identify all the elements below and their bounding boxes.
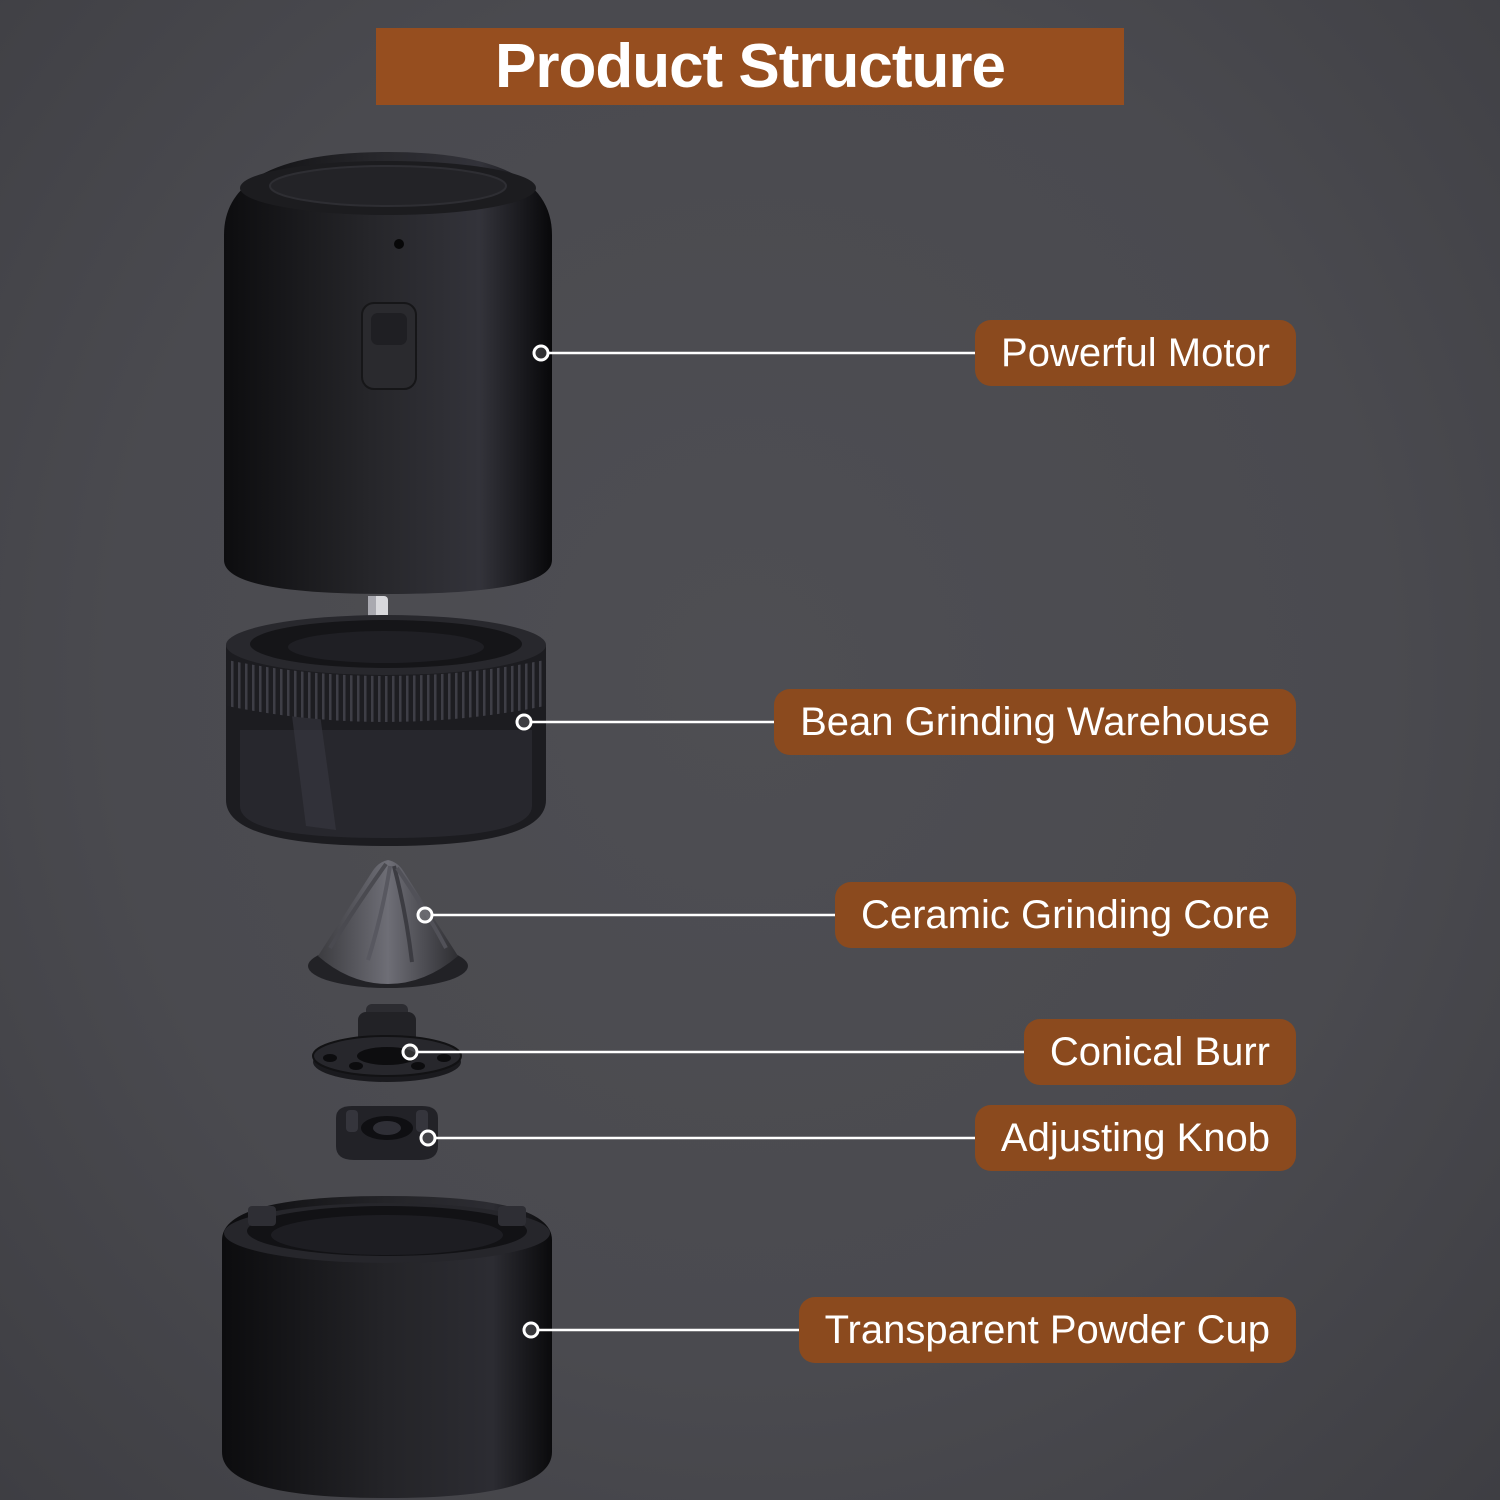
powder-cup — [222, 1196, 552, 1498]
ceramic-grinding-core — [308, 860, 468, 988]
power-button — [361, 302, 417, 390]
label-transparent-powder-cup: Transparent Powder Cup — [798, 1297, 1296, 1363]
grinding-warehouse — [226, 615, 546, 846]
label-powerful-motor: Powerful Motor — [975, 320, 1296, 386]
page-title: Product Structure — [494, 32, 1006, 101]
connector-dot-conical-burr — [401, 1043, 419, 1061]
adjusting-knob — [336, 1106, 438, 1160]
connector-dot-adjusting-knob — [419, 1129, 437, 1147]
connector-dot-warehouse — [515, 713, 533, 731]
connector-lines — [401, 344, 1030, 1339]
motor-unit — [224, 152, 552, 594]
conical-burr — [312, 1004, 462, 1082]
label-conical-burr: Conical Burr — [1023, 1019, 1296, 1085]
label-ceramic-grinding-core: Ceramic Grinding Core — [834, 882, 1296, 948]
title-banner: Product Structure — [376, 28, 1124, 105]
label-adjusting-knob: Adjusting Knob — [974, 1105, 1296, 1171]
label-bean-grinding-warehouse: Bean Grinding Warehouse — [774, 689, 1296, 755]
connector-dot-ceramic-core — [416, 906, 434, 924]
led-indicator-dot — [394, 239, 404, 249]
connector-dot-powder-cup — [522, 1321, 540, 1339]
connector-dot-powerful-motor — [532, 344, 550, 362]
